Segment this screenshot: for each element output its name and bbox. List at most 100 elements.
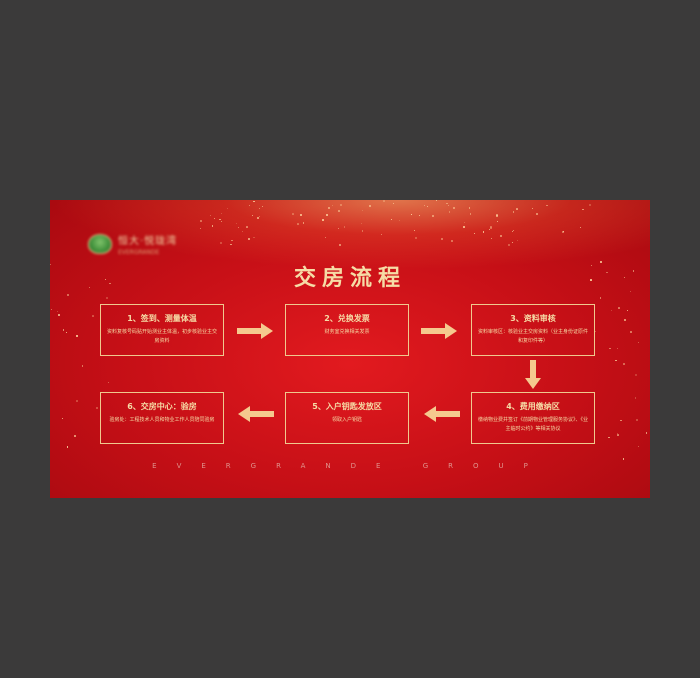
step-5: 5、入户钥匙发放区 领取入户钥匙	[285, 392, 409, 444]
step-1: 1、签到、测量体温 资料复核号码贴开始测业主体温，初步核验业主交房资料	[100, 304, 224, 356]
step-2-title: 2、兑换发票	[324, 314, 370, 323]
sparkle-dot	[200, 220, 202, 223]
sparkle-dot	[608, 436, 610, 439]
sparkle-dot	[511, 241, 513, 243]
sparkle-dot	[614, 359, 617, 362]
logo-name: 恒大·悦珑湾	[118, 236, 178, 247]
sparkle-dot	[414, 230, 415, 232]
sparkle-dot	[360, 222, 362, 225]
sparkle-dot	[469, 213, 472, 216]
sparkle-dot	[590, 264, 592, 266]
sparkle-dot	[424, 205, 426, 207]
sparkle-dot	[620, 419, 622, 421]
sparkle-dot	[414, 237, 417, 240]
sparkle-dot	[535, 213, 538, 215]
sparkle-dot	[220, 242, 223, 245]
sparkle-dot	[292, 213, 294, 216]
sparkle-dot	[517, 240, 519, 242]
sparkle-dot	[446, 202, 448, 205]
sparkle-dot	[512, 231, 513, 233]
sparkle-dot	[340, 203, 343, 206]
sparkle-dot	[66, 294, 70, 297]
sparkle-dot	[618, 307, 620, 309]
sparkle-dot	[62, 329, 65, 331]
sparkle-dot	[383, 200, 385, 202]
sparkle-dot	[630, 331, 633, 334]
sparkle-dot	[50, 309, 52, 310]
sparkle-dot	[634, 397, 637, 399]
sparkle-dot	[50, 263, 52, 265]
sparkle-dot	[328, 207, 331, 210]
process-board: 恒大·悦珑湾 EVERGRANDE 交房流程 1、签到、测量体温 资料复核号码贴…	[50, 200, 650, 498]
step-2: 2、兑换发票 财务室兑换相关发票	[285, 304, 409, 356]
sparkle-dot	[109, 282, 111, 285]
sparkle-dot	[361, 210, 364, 212]
sparkle-dot	[211, 225, 214, 228]
sparkle-dot	[600, 297, 602, 299]
sparkle-dot	[418, 214, 420, 216]
sparkle-dot	[324, 236, 327, 239]
sparkle-dot	[600, 260, 602, 263]
step-6: 6、交房中心：验房 验房处：工程技术人员和物业工作人员陪同验房	[100, 392, 224, 444]
sparkle-dot	[245, 226, 248, 228]
sparkle-dot	[219, 218, 221, 221]
sparkle-dot	[251, 214, 254, 217]
step-4-desc: 缴纳物业费并签订《前期物业管理服务协议》、《业主临时公约》等相关协议	[478, 417, 589, 432]
arrow-left-icon	[424, 406, 460, 422]
sparkle-dot	[495, 215, 498, 218]
sparkle-dot	[627, 309, 629, 311]
sparkle-dot	[488, 228, 491, 230]
sparkle-decoration	[50, 200, 650, 270]
arrow-down-icon	[525, 360, 541, 389]
sparkle-dot	[624, 277, 625, 278]
sparkle-dot	[241, 230, 243, 232]
sparkle-dot	[588, 203, 591, 206]
sparkle-dot	[431, 215, 434, 218]
sparkle-dot	[322, 219, 324, 222]
sparkle-dot	[411, 214, 412, 215]
sparkle-dot	[595, 330, 597, 332]
sparkle-dot	[474, 233, 476, 235]
sparkle-dot	[247, 238, 250, 240]
sparkle-dot	[231, 239, 233, 242]
sparkle-dot	[338, 243, 341, 246]
sparkle-dot	[368, 205, 371, 208]
sparkle-dot	[645, 432, 648, 434]
step-5-desc: 领取入户钥匙	[331, 417, 362, 423]
sparkle-dot	[209, 214, 211, 216]
sparkle-dot	[66, 331, 67, 333]
sparkle-dot	[237, 226, 239, 228]
sparkle-dot	[532, 207, 533, 209]
sparkle-dot	[76, 335, 78, 337]
step-4-title: 4、费用缴纳区	[506, 402, 560, 411]
sparkle-dot	[253, 200, 256, 203]
sparkle-dot	[463, 225, 466, 228]
sparkle-dot	[448, 211, 451, 213]
sparkle-dot	[508, 243, 511, 246]
sparkle-dot	[92, 315, 94, 317]
company-logo: 恒大·悦珑湾 EVERGRANDE	[88, 232, 177, 256]
logo-subtitle: EVERGRANDE	[118, 249, 160, 256]
sparkle-dot	[236, 223, 238, 225]
sparkle-dot	[259, 207, 261, 209]
step-6-desc: 验房处：工程技术人员和物业工作人员陪同验房	[109, 417, 215, 423]
sparkle-dot	[105, 279, 107, 281]
sparkle-dot	[105, 296, 108, 299]
sparkle-dot	[253, 236, 256, 239]
sparkle-dot	[590, 279, 592, 281]
sparkle-dot	[391, 218, 392, 220]
sparkle-dot	[635, 419, 638, 421]
step-2-desc: 财务室兑换相关发票	[324, 329, 370, 335]
sparkle-dot	[495, 213, 499, 216]
sparkle-dot	[629, 290, 632, 293]
sparkle-dot	[582, 208, 584, 210]
sparkle-dot	[338, 228, 339, 230]
sparkle-dot	[448, 205, 450, 207]
sparkle-dot	[482, 231, 485, 234]
step-6-title: 6、交房中心：验房	[127, 402, 197, 411]
sparkle-dot	[299, 214, 302, 217]
sparkle-dot	[436, 200, 438, 202]
arrow-right-icon	[237, 323, 273, 339]
sparkle-dot	[57, 314, 60, 316]
sparkle-dot	[623, 363, 626, 365]
